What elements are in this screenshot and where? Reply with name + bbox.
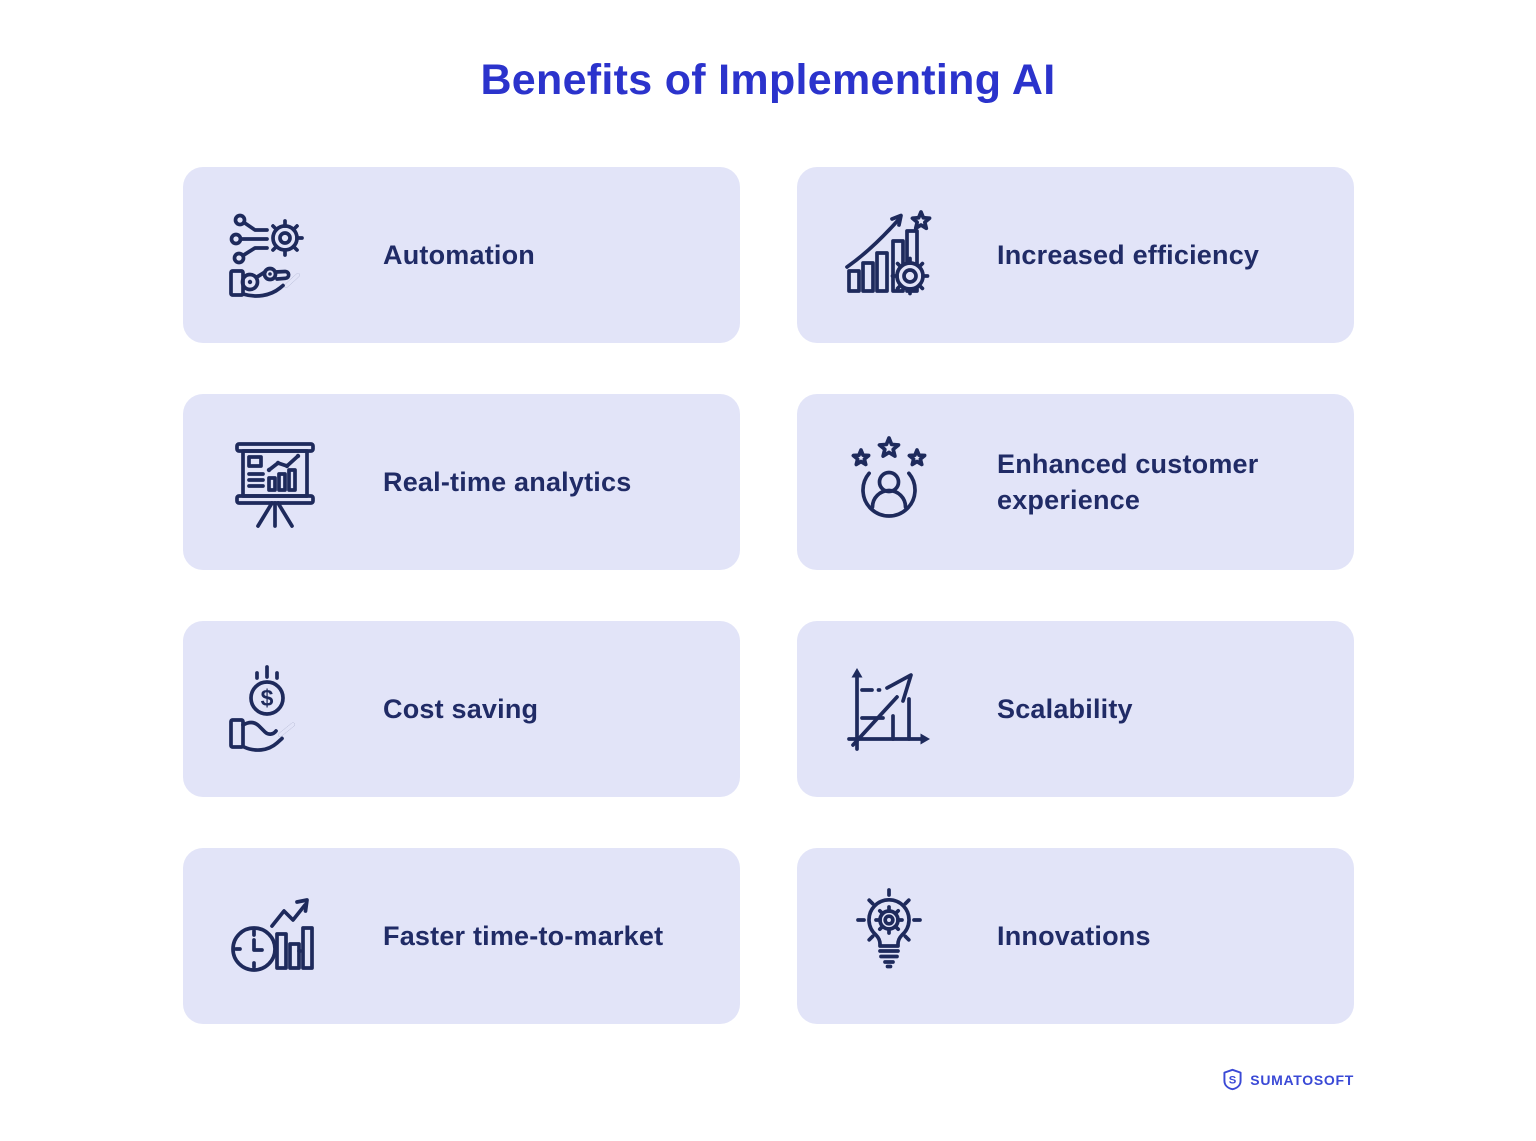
benefit-card-innovations: Innovations — [797, 848, 1354, 1024]
page-title: Benefits of Implementing AI — [480, 56, 1056, 104]
sumatosoft-logo-icon: S — [1222, 1068, 1243, 1091]
benefit-label: Cost saving — [383, 693, 539, 724]
benefit-card-realtime-analytics: Real-time analytics — [183, 394, 740, 570]
innovations-icon — [841, 888, 937, 984]
benefit-label: Real-time analytics — [383, 466, 632, 497]
benefit-label: Faster time-to-market — [383, 920, 664, 951]
customer-experience-icon — [841, 434, 937, 530]
time-to-market-icon — [227, 888, 323, 984]
realtime-analytics-icon — [227, 434, 323, 530]
benefit-label: Automation — [383, 239, 535, 270]
benefit-card-automation: Automation — [183, 167, 740, 343]
benefit-label: Increased efficiency — [997, 239, 1260, 270]
brand-footer: S SUMATOSOFT — [183, 1068, 1354, 1091]
cost-saving-icon: $ — [227, 661, 323, 757]
benefit-label: Enhanced customer experience — [997, 448, 1259, 515]
benefit-card-time-to-market: Faster time-to-market — [183, 848, 740, 1024]
benefit-card-increased-efficiency: Increased efficiency — [797, 167, 1354, 343]
brand-name: SUMATOSOFT — [1250, 1071, 1354, 1088]
automation-icon — [227, 207, 323, 303]
benefit-card-scalability: Scalability — [797, 621, 1354, 797]
increased-efficiency-icon — [841, 207, 937, 303]
scalability-icon — [841, 661, 937, 757]
benefit-label: Innovations — [997, 920, 1151, 951]
benefit-label: Scalability — [997, 693, 1133, 724]
benefits-grid: Automation Increased efficiency — [183, 167, 1354, 1024]
svg-text:S: S — [1229, 1075, 1237, 1087]
benefit-card-customer-experience: Enhanced customer experience — [797, 394, 1354, 570]
benefit-card-cost-saving: $ Cost saving — [183, 621, 740, 797]
svg-text:$: $ — [261, 685, 274, 711]
